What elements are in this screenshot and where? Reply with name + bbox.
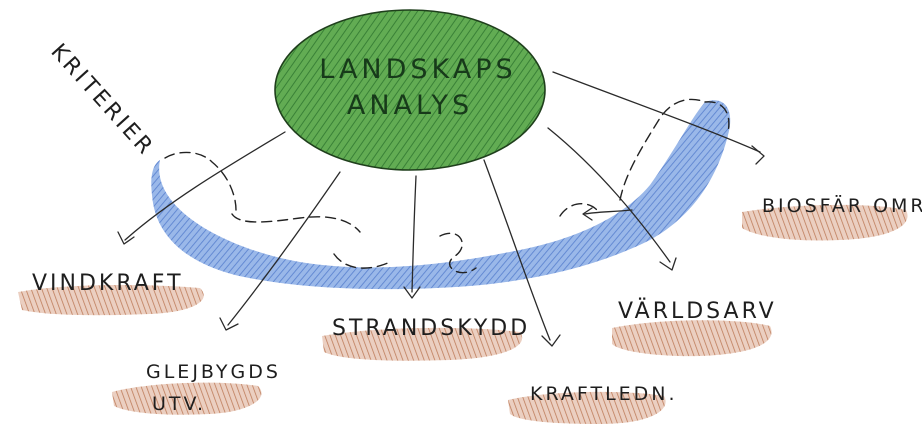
label-varldsarv: VÄRLDSARV (618, 298, 777, 324)
criteria-label: KRITERIER (46, 39, 159, 161)
arrow-criteria-back (584, 209, 633, 215)
label-glesbygd-line1: GLEJBYGDS (146, 361, 281, 383)
criteria-band (151, 98, 731, 290)
center-ellipse (274, 9, 546, 171)
arrow-strandskydd (403, 175, 421, 299)
arrow-criteria-back-head (582, 207, 593, 221)
label-strandskydd: STRANDSKYDD (332, 316, 530, 341)
arrows (117, 71, 765, 347)
center-label-line1: LANDSKAPS (319, 54, 516, 85)
label-kraftledn: KRAFTLEDN. (530, 383, 678, 405)
center-label-line2: ANALYS (347, 90, 473, 121)
arrow-biosfar (552, 71, 765, 165)
label-shadows (18, 204, 908, 424)
label-biosfar: BIOSFÄR OMR. (762, 194, 922, 217)
label-glesbygd-line2: UTV. (152, 393, 206, 415)
label-vindkraft: VINDKRAFT (32, 271, 184, 296)
arrow-glesbygd (219, 171, 341, 331)
arrow-kraftledn (483, 159, 561, 347)
arrow-varldsarv (547, 127, 677, 271)
arrow-vindkraft (117, 131, 286, 245)
